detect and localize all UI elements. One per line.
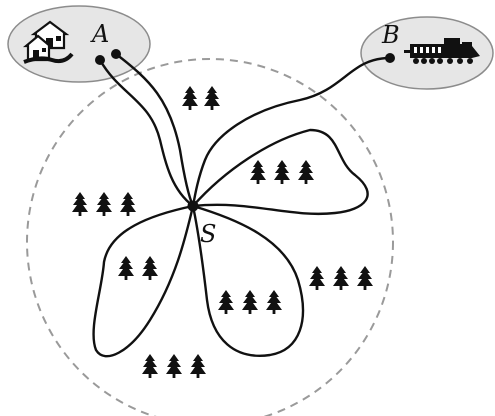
path-a1-to-s [98, 58, 195, 208]
location-a-ellipse [7, 5, 151, 83]
tree-cluster-southwest-loop [118, 256, 158, 280]
tree-cluster-east [250, 160, 314, 184]
label-a: A [90, 20, 109, 48]
node-a1 [95, 55, 105, 65]
tree-cluster-south [142, 354, 206, 378]
tree-cluster-west [72, 192, 136, 216]
loop-northeast [191, 128, 369, 216]
houses-icon [22, 20, 74, 64]
node-b [385, 53, 395, 63]
label-b: B [381, 21, 400, 49]
path-b-to-s [191, 56, 392, 208]
region-boundary [26, 58, 394, 416]
tree-cluster-north [182, 86, 220, 110]
train-icon [404, 38, 480, 64]
tree-cluster-far-east [309, 266, 373, 290]
loop-southeast [191, 204, 305, 357]
node-s [187, 200, 199, 212]
path-a2-to-s [114, 52, 195, 208]
tree-cluster-southeast-loop [218, 290, 282, 314]
label-s: S [200, 220, 216, 248]
node-a2 [111, 49, 121, 59]
loop-southwest [92, 204, 195, 358]
